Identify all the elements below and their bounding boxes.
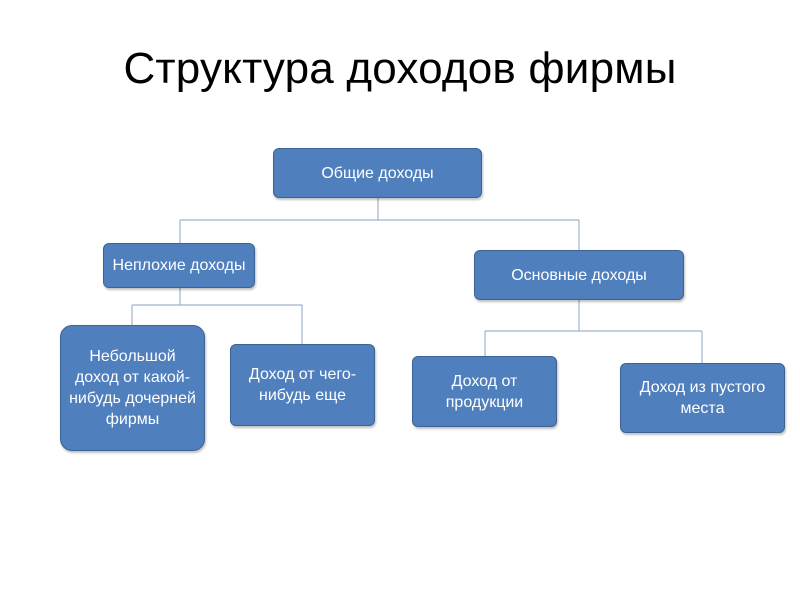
node-subsidiary-income: Небольшой доход от какой-нибудь дочерней… bbox=[60, 325, 205, 451]
slide-title: Структура доходов фирмы bbox=[123, 44, 677, 93]
node-other-income-label: Доход от чего-нибудь еще bbox=[248, 366, 357, 404]
node-total-income-label: Общие доходы bbox=[321, 164, 434, 182]
node-decent-income: Неплохие доходы bbox=[103, 243, 255, 288]
node-total-income: Общие доходы bbox=[273, 148, 482, 198]
node-product-income: Доход от продукции bbox=[412, 356, 557, 427]
node-main-income-label: Основные доходы bbox=[511, 266, 647, 284]
node-decent-income-label: Неплохие доходы bbox=[112, 257, 246, 274]
node-other-income: Доход от чего-нибудь еще bbox=[230, 344, 375, 426]
node-product-income-label: Доход от продукции bbox=[445, 372, 524, 411]
node-thin-air-income: Доход из пустого места bbox=[620, 363, 785, 433]
node-main-income: Основные доходы bbox=[474, 250, 684, 300]
node-subsidiary-income-label: Небольшой доход от какой-нибудь дочерней… bbox=[69, 348, 196, 428]
node-thin-air-income-label: Доход из пустого места bbox=[639, 379, 766, 417]
